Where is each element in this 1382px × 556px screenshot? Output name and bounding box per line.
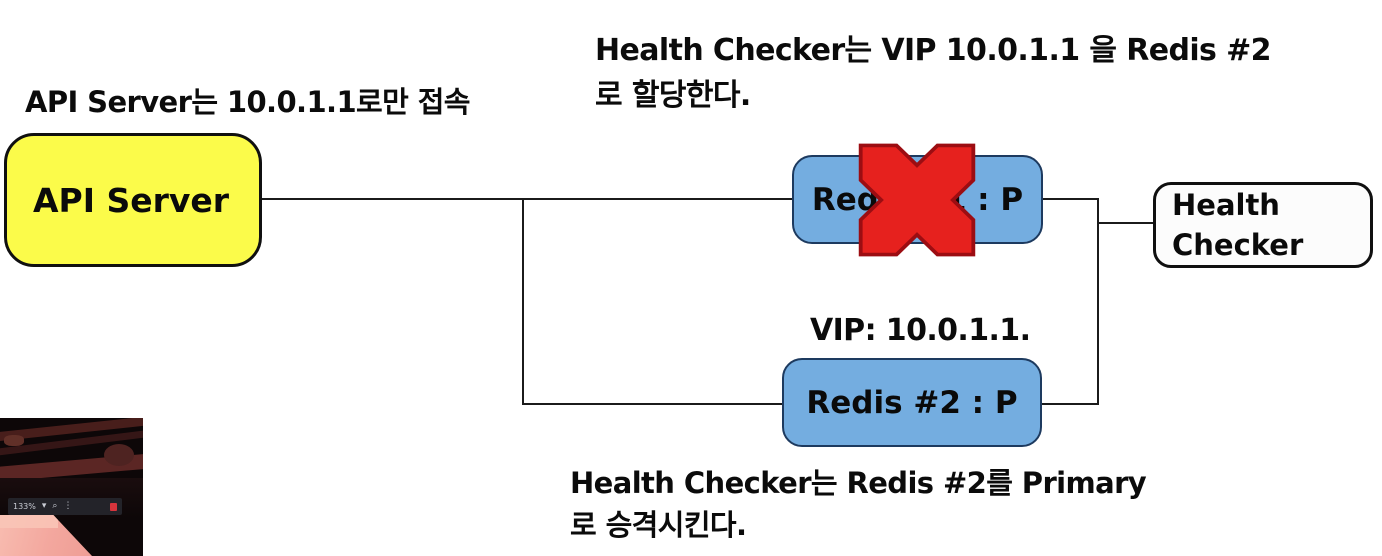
node-redis-2: Redis #2 : P bbox=[782, 358, 1042, 447]
webcam-overlay: 133% ▾ ⌕ ⋮ bbox=[0, 418, 143, 556]
node-health-checker: Health Checker bbox=[1153, 182, 1373, 268]
health-checker-label-line2: Checker bbox=[1172, 228, 1304, 262]
ceiling-fixture bbox=[104, 444, 134, 466]
api-server-label: API Server bbox=[33, 180, 230, 220]
search-icon: ⌕ bbox=[52, 501, 58, 511]
redis-2-label: Redis #2 : P bbox=[806, 384, 1018, 421]
note-assign-vip-line2: 로 할당한다. bbox=[595, 78, 751, 113]
note-assign-vip: Health Checker는 VIP 10.0.1.1 을 Redis #2 … bbox=[595, 28, 1272, 118]
note-api-access: API Server는 10.0.1.1로만 접속 bbox=[25, 85, 470, 119]
projector-screen bbox=[0, 515, 92, 556]
note-promote: Health Checker는 Redis #2를 Primary 로 승격시킨… bbox=[570, 462, 1147, 546]
node-api-server: API Server bbox=[4, 133, 262, 267]
connector-to-health-checker bbox=[1099, 222, 1153, 224]
ceiling-fixture bbox=[4, 435, 24, 446]
health-checker-label-line1: Health bbox=[1172, 188, 1280, 222]
connector-left-vertical bbox=[522, 198, 524, 405]
note-promote-line2: 로 승격시킨다. bbox=[570, 508, 747, 542]
note-promote-line1: Health Checker는 Redis #2를 Primary bbox=[570, 466, 1147, 500]
record-dot-icon bbox=[110, 502, 117, 511]
connector-api-to-redis1 bbox=[262, 198, 792, 200]
zoom-level-label: 133% bbox=[13, 502, 36, 511]
note-vip-address: VIP: 10.0.1.1. bbox=[810, 313, 1031, 348]
connector-right-vertical bbox=[1097, 198, 1099, 405]
failure-x-icon bbox=[853, 138, 981, 262]
more-icon: ⋮ bbox=[63, 501, 73, 511]
note-assign-vip-line1: Health Checker는 VIP 10.0.1.1 을 Redis #2 bbox=[595, 33, 1272, 68]
projector-screen-highlight bbox=[0, 515, 58, 528]
connector-left-to-redis2 bbox=[522, 403, 783, 405]
viewer-toolbar: 133% ▾ ⌕ ⋮ bbox=[8, 498, 122, 515]
connector-redis1-to-right-vertical bbox=[1042, 198, 1099, 200]
chevron-down-icon: ▾ bbox=[41, 501, 47, 511]
connector-redis2-to-right-vertical bbox=[1041, 403, 1099, 405]
